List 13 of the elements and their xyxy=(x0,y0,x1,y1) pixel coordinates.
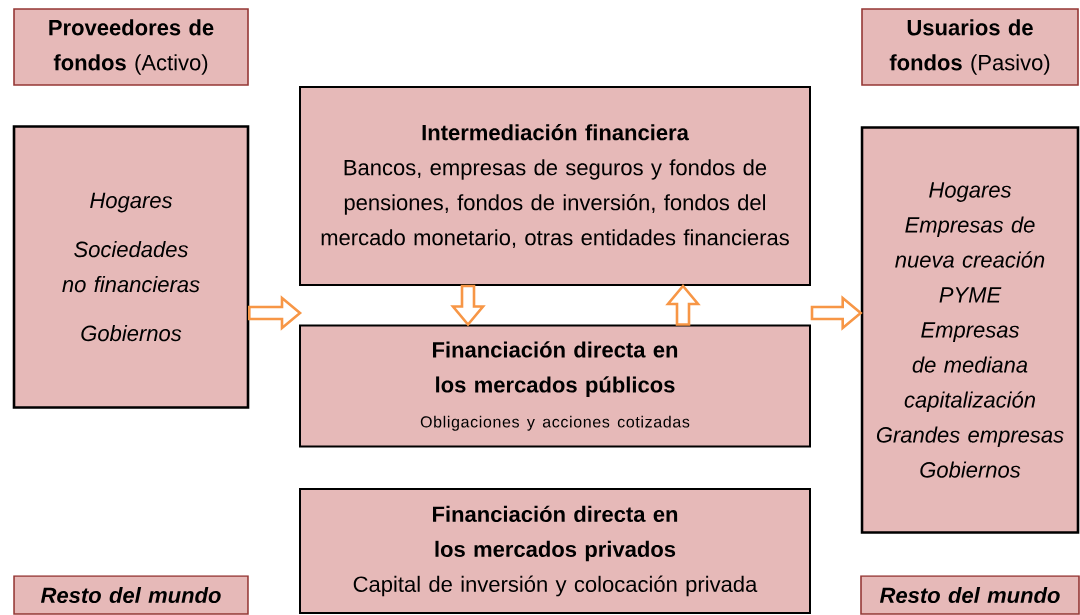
sector-list-box: Hogares Sociedades no financieras Gobiernos xyxy=(12,125,250,409)
block-arrow xyxy=(810,295,863,331)
region-box: Resto del mundo xyxy=(13,575,249,615)
sector-list-box: Hogares Empresas de nueva creación PYME Empresas de mediana capitalización Grandes empresas Gobiernos xyxy=(860,126,1080,534)
region-box: Resto del mundo xyxy=(860,575,1080,615)
financing-box: Financiación directa en los mercados privados Capital de inversión y colocación privada xyxy=(299,488,811,614)
block-arrow xyxy=(665,283,701,326)
financing-box: Financiación directa en los mercados públicos Obligaciones y acciones cotizadas xyxy=(299,324,811,448)
financing-box: Intermediación financiera Bancos, empresas de seguros y fondos de pensiones, fondos de inversión, fondos del mercado monetario, otras entidades financieras xyxy=(299,86,811,286)
header-box: Usuarios de fondos (Pasivo) xyxy=(861,8,1079,86)
header-box: Proveedores de fondos (Activo) xyxy=(13,8,249,86)
block-arrow xyxy=(248,295,303,331)
block-arrow xyxy=(450,284,486,327)
